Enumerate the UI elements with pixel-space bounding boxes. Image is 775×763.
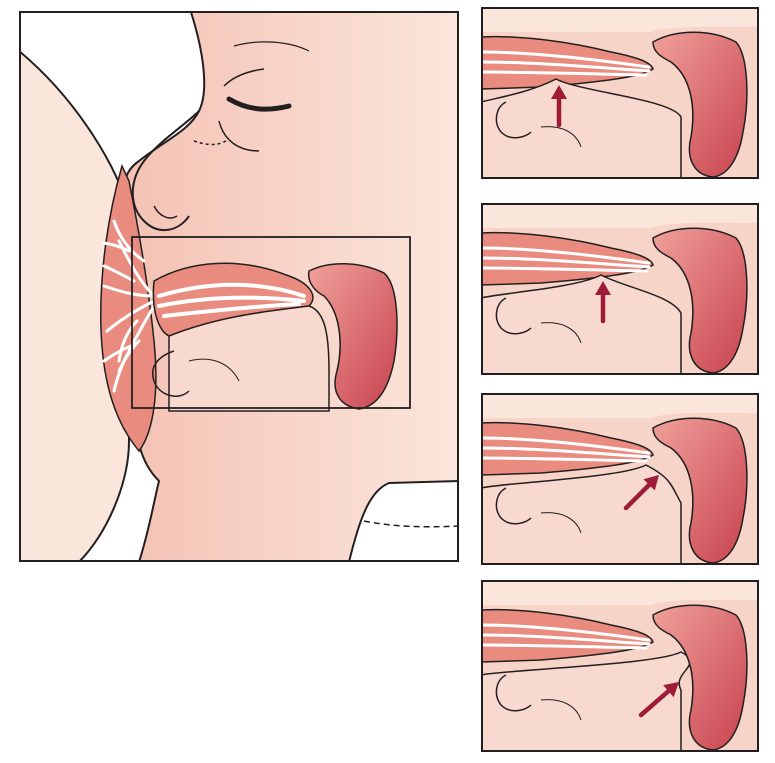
panel-frame: [481, 7, 759, 179]
milk-ducts: [481, 436, 651, 463]
milk-ducts: [481, 623, 651, 650]
main-breastfeeding-illustration: [19, 11, 459, 562]
tongue-detail: [540, 699, 582, 721]
sequence-panel-2: [481, 203, 759, 375]
areola-region: [99, 163, 157, 453]
tongue-detail: [540, 126, 582, 148]
tongue-detail: [188, 358, 240, 382]
infant-nose: [131, 110, 200, 231]
direction-arrow-shaft: [623, 482, 652, 511]
panel-frame: [481, 203, 759, 375]
tongue-detail: [540, 322, 582, 344]
nipple-channel: [481, 421, 654, 476]
nostril: [153, 205, 178, 219]
direction-arrow-head: [595, 281, 611, 295]
lower-lip: [152, 350, 190, 397]
palate-inner: [670, 257, 694, 334]
palate-inner: [670, 61, 694, 138]
lower-lip: [495, 297, 532, 335]
direction-arrow-head: [663, 682, 679, 698]
tongue-detail: [540, 512, 582, 534]
nipple-channel: [481, 35, 654, 90]
milk-ducts: [102, 219, 156, 393]
cheek-line: [193, 138, 230, 146]
sequence-panel-1: [481, 7, 759, 179]
lower-lip: [495, 101, 532, 139]
lower-lip: [495, 674, 532, 712]
tongue: [481, 651, 691, 752]
nipple-channel: [481, 608, 654, 663]
panel-frame: [481, 393, 759, 565]
upper-skin: [481, 580, 759, 605]
direction-arrow-head: [551, 85, 567, 99]
upper-skin: [481, 7, 759, 32]
tongue: [168, 305, 330, 412]
eyelid-crease: [223, 68, 265, 87]
sequence-panel-4: [481, 580, 759, 752]
tongue: [481, 274, 682, 375]
palate-inner: [323, 295, 341, 372]
main-panel-frame: [19, 11, 459, 562]
zoom-inset-box: [131, 236, 411, 409]
lower-lip: [495, 487, 532, 525]
milk-ducts: [481, 246, 651, 273]
eye-socket: [218, 120, 260, 152]
closed-eye: [226, 96, 292, 112]
tongue: [481, 78, 682, 179]
neck-crease: [363, 520, 459, 528]
direction-arrow-shaft: [638, 688, 671, 718]
milk-ducts: [481, 50, 651, 77]
direction-arrow-head: [643, 475, 659, 491]
palate-inner: [670, 634, 694, 711]
brow-line: [233, 41, 310, 52]
palate-inner: [670, 447, 694, 524]
upper-skin: [481, 203, 759, 228]
sequence-panel-3: [481, 393, 759, 565]
upper-skin: [481, 393, 759, 418]
tongue: [481, 464, 682, 565]
nipple-ducts: [157, 282, 306, 318]
panel-frame: [481, 580, 759, 752]
